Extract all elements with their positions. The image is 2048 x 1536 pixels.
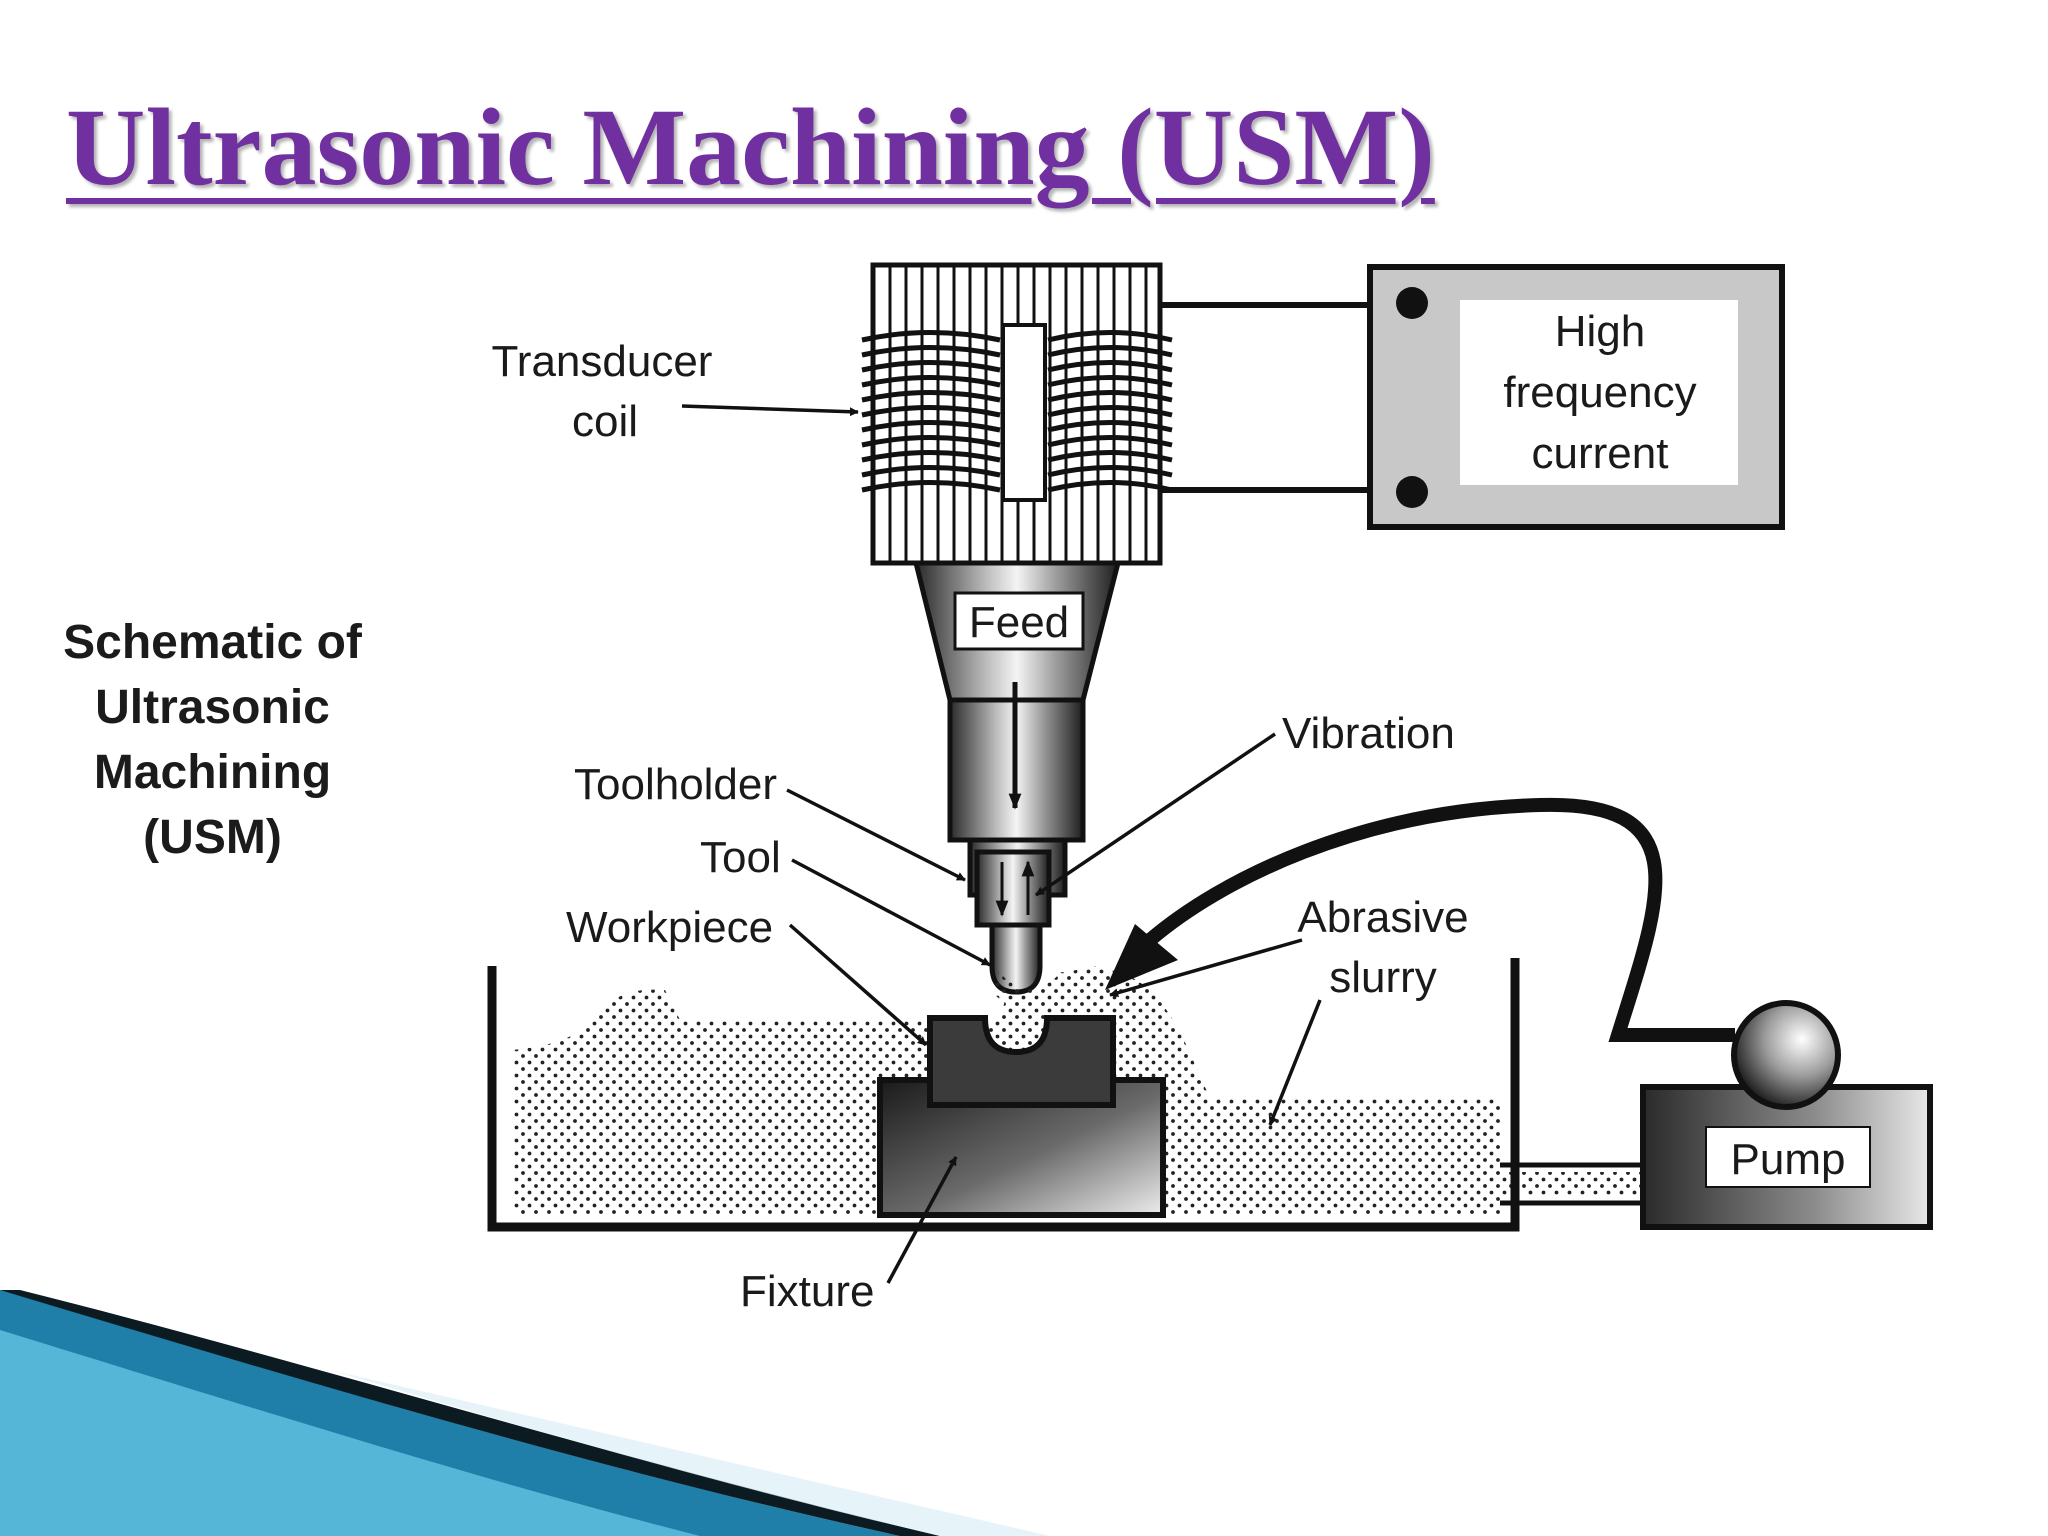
terminal-icon: [1396, 476, 1428, 508]
caption-line: Machining: [93, 746, 332, 799]
workpiece: [927, 1015, 1116, 1108]
leader-arrow: [1109, 938, 1303, 998]
tool-label: Tool: [700, 833, 781, 882]
caption-line: (USM): [143, 811, 282, 864]
feed-label: Feed: [969, 598, 1069, 647]
decorative-swoosh: [0, 1290, 1050, 1536]
power-label-line: current: [1532, 429, 1669, 478]
fixture-label: Fixture: [740, 1267, 874, 1316]
leader-arrow: [886, 1156, 958, 1284]
leader-arrow: [788, 923, 928, 1047]
transducer-label: coil: [572, 397, 638, 446]
terminal-icon: [1396, 287, 1428, 319]
horn: Feed: [912, 560, 1122, 843]
leader-arrow: [786, 788, 966, 882]
pump: Pump: [1640, 1000, 1933, 1230]
leader-arrow: [681, 404, 859, 417]
power-label-line: frequency: [1503, 368, 1696, 417]
transducer: [861, 262, 1173, 566]
toolholder: [967, 837, 1068, 928]
abrasive-label: Abrasive: [1297, 893, 1468, 942]
pump-label: Pump: [1731, 1135, 1846, 1184]
leader-labels: Transducer coil Vibration Toolholder Too…: [492, 337, 1469, 1316]
schematic-caption: Schematic of Ultrasonic Machining (USM): [30, 610, 395, 870]
toolholder-label: Toolholder: [574, 760, 777, 809]
leader-arrow: [1268, 999, 1322, 1126]
leader-arrow: [791, 858, 991, 967]
vibration-label: Vibration: [1282, 709, 1455, 758]
transducer-label: Transducer: [492, 337, 713, 386]
pump-motor-icon: [1731, 1000, 1841, 1110]
caption-line: Schematic of: [63, 616, 362, 669]
workpiece-label: Workpiece: [566, 903, 773, 952]
slide-title: Ultrasonic Machining (USM): [66, 86, 1435, 208]
power-supply-box: High frequency current: [1367, 264, 1785, 530]
caption-line: Ultrasonic: [95, 681, 330, 734]
abrasive-label: slurry: [1329, 953, 1437, 1002]
power-label-line: High: [1555, 307, 1646, 356]
slurry-hose: [1105, 797, 1735, 1042]
leader-arrow: [1035, 732, 1276, 897]
